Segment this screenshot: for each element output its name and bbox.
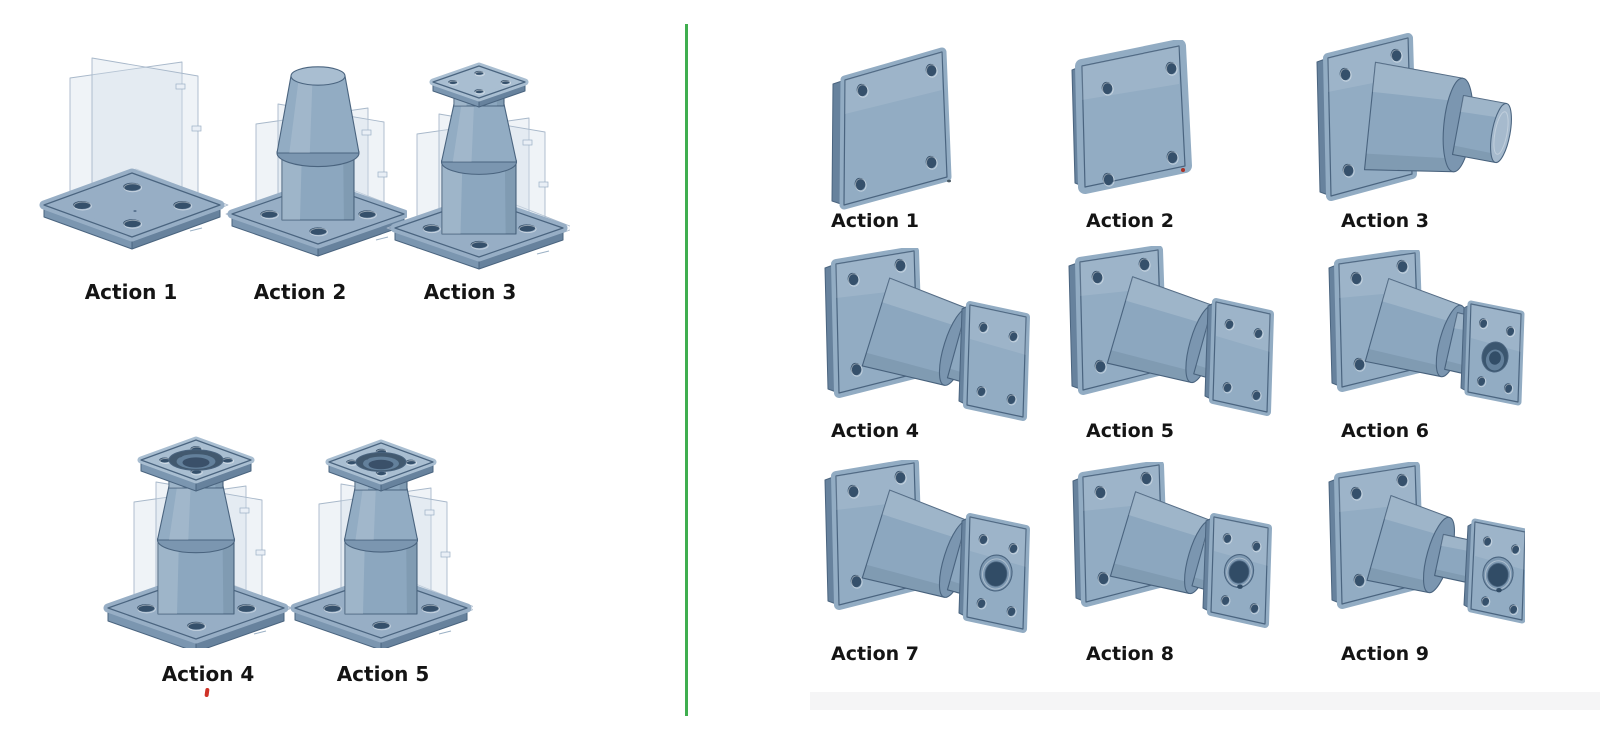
caption-right-action-4: Action 4 [831, 420, 919, 442]
caption-left-action-3: Action 3 [423, 280, 517, 304]
cad-render-right-action-9 [1328, 462, 1525, 624]
caption-right-action-3: Action 3 [1341, 210, 1429, 232]
caption-left-action-1: Action 1 [84, 280, 178, 304]
caption-left-action-2: Action 2 [253, 280, 347, 304]
caption-left-action-5: Action 5 [336, 662, 430, 686]
footer-light-strip [810, 692, 1600, 710]
caption-right-action-1: Action 1 [831, 210, 919, 232]
caption-right-action-6: Action 6 [1341, 420, 1429, 442]
caption-right-action-2: Action 2 [1086, 210, 1174, 232]
cad-render-left-action-3 [386, 62, 570, 270]
red-mark [204, 687, 210, 698]
cad-render-right-action-6 [1328, 250, 1525, 406]
cad-render-right-action-5 [1068, 246, 1274, 416]
cad-render-right-action-1 [831, 47, 952, 210]
cad-render-right-action-4 [824, 248, 1030, 421]
cad-render-left-action-5 [288, 439, 473, 648]
caption-right-action-7: Action 7 [831, 643, 919, 665]
green-divider-line [685, 24, 688, 716]
cad-render-left-action-2 [225, 66, 407, 257]
cad-render-right-action-3 [1316, 33, 1512, 201]
cad-render-right-action-2 [1071, 40, 1192, 194]
cad-render-left-action-4 [103, 436, 290, 648]
caption-right-action-9: Action 9 [1341, 643, 1429, 665]
caption-left-action-4: Action 4 [161, 662, 255, 686]
cad-render-right-action-8 [1072, 462, 1272, 628]
caption-right-action-8: Action 8 [1086, 643, 1174, 665]
caption-right-action-5: Action 5 [1086, 420, 1174, 442]
cad-render-right-action-7 [824, 460, 1030, 633]
cad-render-left-action-1 [39, 57, 229, 250]
red-dot [1181, 168, 1185, 172]
